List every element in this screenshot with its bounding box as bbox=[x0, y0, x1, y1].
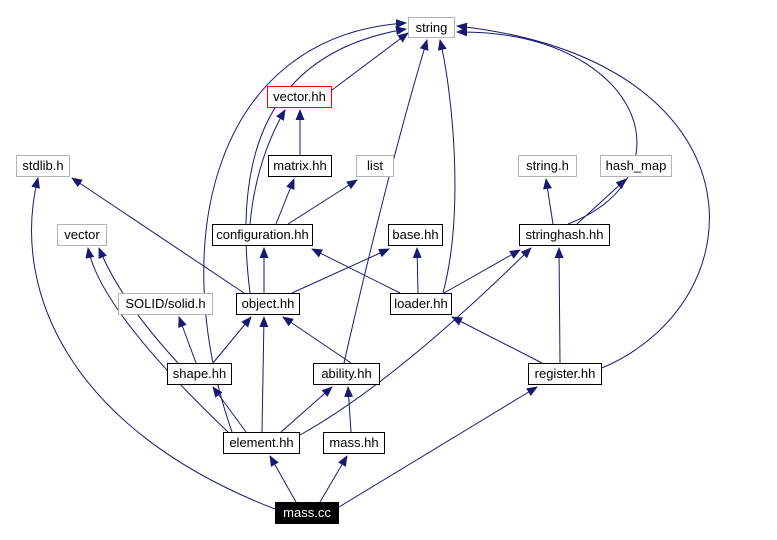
edge-mass-hh-to-ability-hh bbox=[344, 386, 354, 433]
edge-register-hh-to-string bbox=[456, 22, 710, 369]
edge-element-hh-to-string bbox=[203, 19, 407, 433]
edge-loader-hh-to-string bbox=[437, 39, 456, 294]
edge-shape-hh-to-solid-h bbox=[178, 316, 197, 364]
node-mass-hh[interactable]: mass.hh bbox=[323, 432, 385, 454]
edge-vector-hh-to-string bbox=[331, 32, 409, 91]
node-stdlib-h: stdlib.h bbox=[16, 155, 70, 177]
edge-stringhash-hh-to-string-h bbox=[543, 178, 554, 225]
edge-element-hh-to-vector bbox=[85, 247, 229, 433]
node-shape-hh[interactable]: shape.hh bbox=[167, 363, 232, 385]
edge-register-hh-to-loader-hh bbox=[451, 316, 543, 364]
edge-loader-hh-to-configuration-hh bbox=[311, 248, 401, 294]
edge-register-hh-to-stringhash-hh bbox=[554, 247, 564, 364]
edge-object-hh-to-base-hh bbox=[291, 248, 390, 294]
edge-mass-cc-to-element-hh bbox=[269, 455, 297, 503]
node-stringhash-hh[interactable]: stringhash.hh bbox=[519, 224, 610, 246]
node-ability-hh[interactable]: ability.hh bbox=[313, 363, 380, 385]
node-base-hh[interactable]: base.hh bbox=[388, 224, 443, 246]
edge-mass-cc-to-register-hh bbox=[338, 386, 538, 508]
edge-element-hh-to-ability-hh bbox=[280, 386, 333, 433]
edge-loader-hh-to-stringhash-hh bbox=[443, 249, 521, 294]
node-loader-hh[interactable]: loader.hh bbox=[390, 293, 452, 315]
edge-element-hh-to-object-hh bbox=[259, 316, 269, 433]
edge-element-hh-to-shape-hh bbox=[212, 386, 247, 433]
node-element-hh[interactable]: element.hh bbox=[223, 432, 300, 454]
node-configuration-hh[interactable]: configuration.hh bbox=[212, 224, 313, 246]
edge-stringhash-hh-to-string bbox=[456, 27, 638, 225]
node-hash-map: hash_map bbox=[600, 155, 672, 177]
node-vector-hh[interactable]: vector.hh bbox=[267, 86, 332, 108]
edge-configuration-hh-to-vector-hh bbox=[249, 109, 286, 225]
edge-ability-hh-to-string bbox=[343, 39, 429, 364]
edge-object-hh-to-stdlib-h bbox=[71, 177, 245, 294]
node-list: list bbox=[356, 155, 394, 177]
edge-configuration-hh-to-matrix-hh bbox=[275, 178, 295, 225]
node-solid-h: SOLID/solid.h bbox=[118, 293, 213, 315]
node-string-h: string.h bbox=[518, 155, 577, 177]
edge-configuration-hh-to-list bbox=[287, 179, 358, 225]
edge-mass-cc-to-mass-hh bbox=[319, 455, 348, 503]
node-mass-cc: mass.cc bbox=[275, 502, 339, 524]
edge-ability-hh-to-object-hh bbox=[282, 316, 352, 364]
node-register-hh[interactable]: register.hh bbox=[528, 363, 602, 385]
edge-shape-hh-to-object-hh bbox=[212, 316, 252, 364]
node-string: string bbox=[408, 17, 455, 38]
node-matrix-hh[interactable]: matrix.hh bbox=[268, 155, 332, 177]
edge-element-hh-to-stringhash-hh bbox=[299, 247, 532, 436]
edge-object-hh-to-string bbox=[245, 26, 407, 294]
edge-mass-cc-to-stdlib-h bbox=[31, 177, 276, 510]
edge-loader-hh-to-base-hh bbox=[412, 247, 422, 294]
node-object-hh[interactable]: object.hh bbox=[236, 293, 300, 315]
node-vector: vector bbox=[57, 224, 107, 246]
